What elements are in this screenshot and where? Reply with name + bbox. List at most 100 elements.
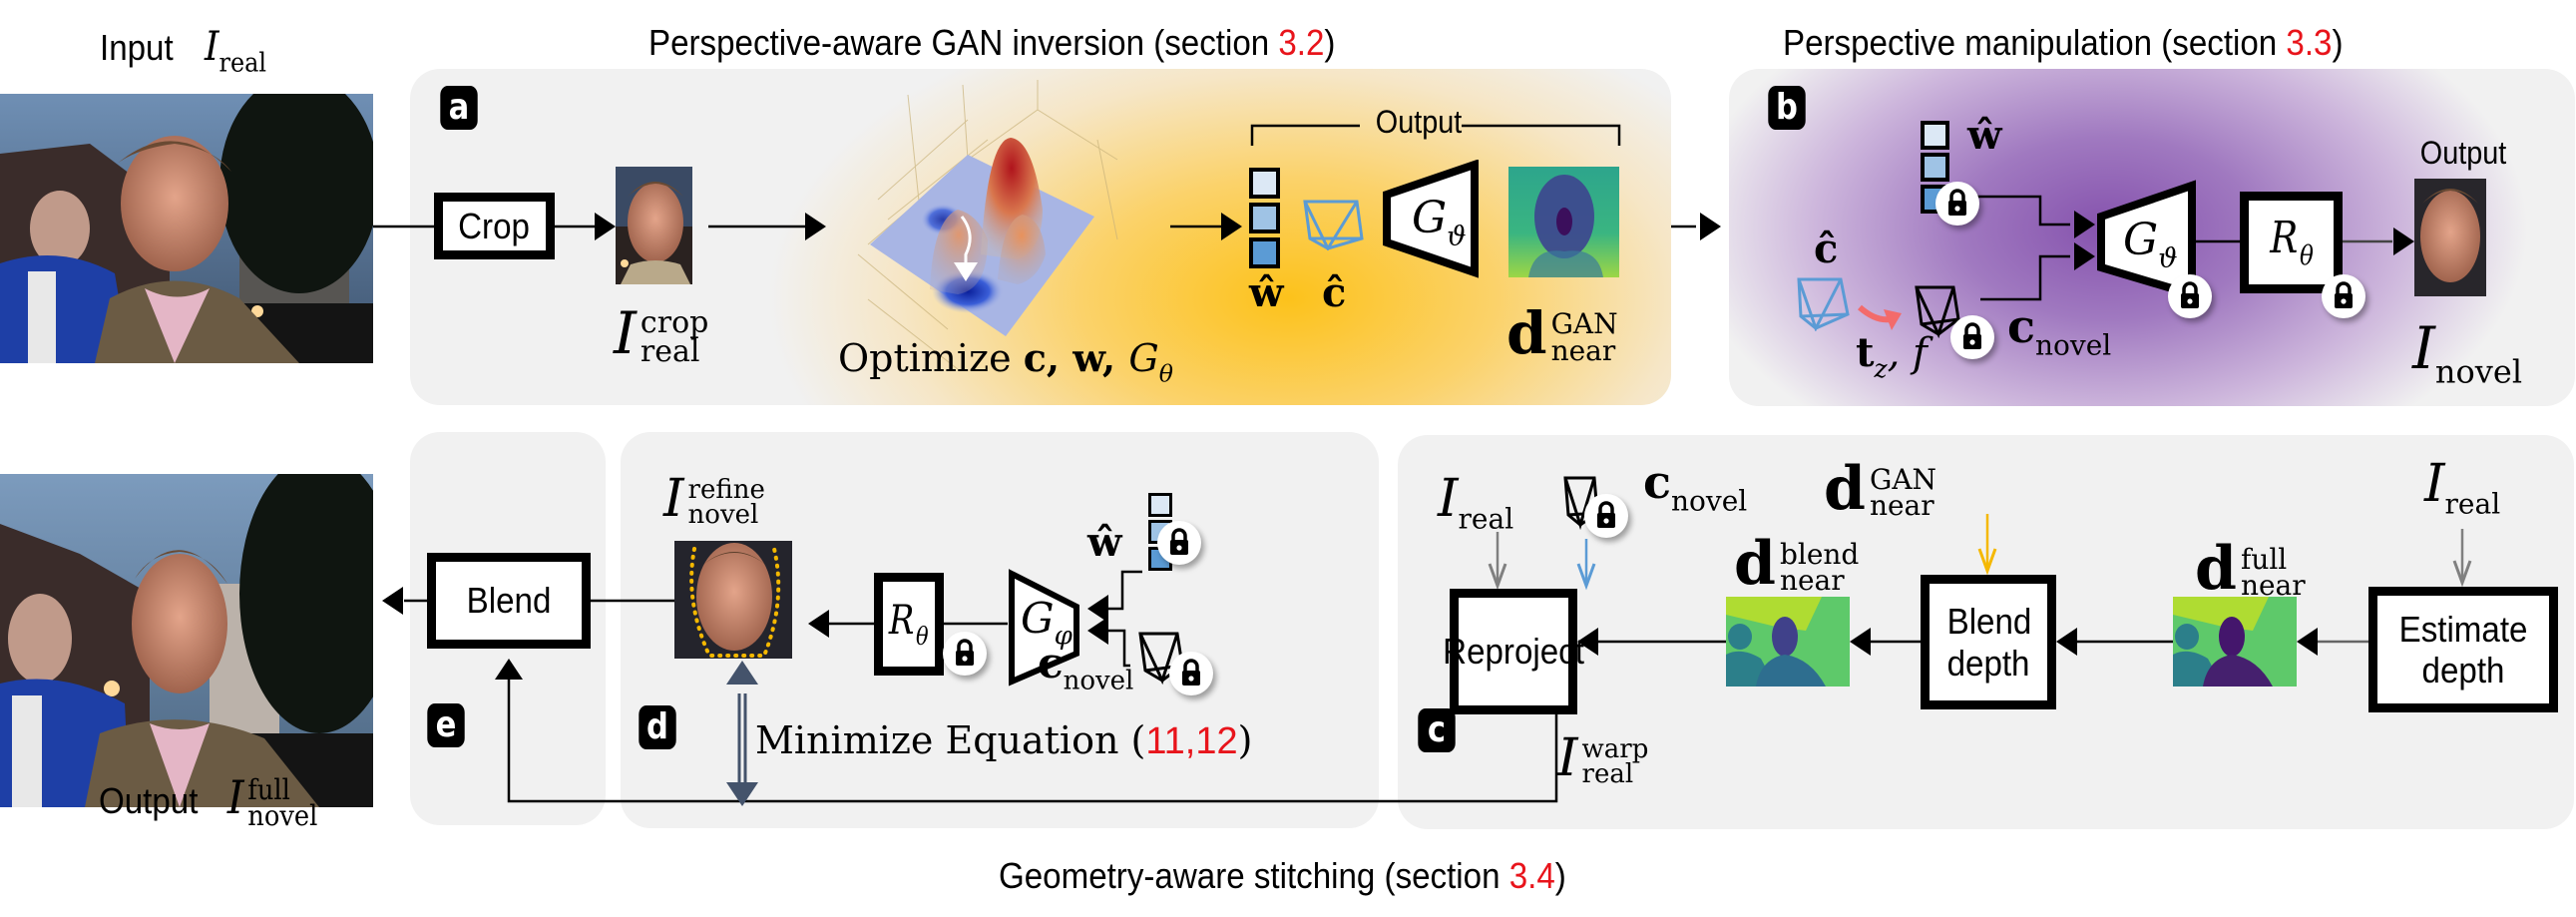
minimize-close: ): [1237, 718, 1253, 762]
minimize-arrowhead-down: [726, 782, 758, 806]
manipulation-title-text: Perspective manipulation (section: [1783, 22, 2287, 63]
novel-camera-label-d: cnovel: [1038, 639, 1133, 696]
output-photo-scene: [0, 474, 373, 807]
real-subscript-c-right: real: [2444, 487, 2501, 521]
lock-icon-generator-b: [2168, 274, 2212, 318]
equation-ref-link[interactable]: 11,12: [1145, 720, 1238, 762]
reproject-arrowhead: [1577, 628, 1598, 656]
transform-rest: , f: [1887, 330, 1928, 376]
stitching-title-close: ): [1554, 855, 1566, 896]
generator-d-subscript: φ: [1054, 621, 1073, 652]
cropped-superscript: crop: [640, 305, 709, 341]
gan-depth-symbol-c: d: [1824, 454, 1866, 524]
padlock-glyph: [1170, 528, 1188, 555]
novel-camera-symbol-b: c: [2007, 299, 2036, 353]
input-symbol: I: [204, 24, 219, 70]
renderer-d-box: Rθ: [874, 573, 944, 676]
generator-b-label: Gϑ: [2123, 215, 2178, 273]
optimize-generator: G: [1128, 336, 1159, 380]
optimize-vars: c, w,: [1023, 335, 1129, 380]
generator-a-subscript: ϑ: [1447, 221, 1467, 252]
renderer-b-subscript: θ: [2299, 239, 2314, 271]
output-heading-b: Output: [2419, 135, 2507, 171]
full-depth-arrowhead: [2297, 628, 2318, 656]
estimate-depth-button[interactable]: Estimate depth: [2368, 587, 2558, 712]
latent-generator-d-arrowhead: [1087, 595, 1108, 623]
lock-icon-camera-c: [1584, 494, 1628, 538]
novel-output-symbol: I: [2412, 314, 2435, 382]
refined-face-scene: [674, 541, 792, 659]
reproject-button[interactable]: Reproject: [1443, 589, 1584, 714]
panel-d-badge: d: [639, 705, 676, 749]
blend-button[interactable]: Blend: [427, 553, 591, 649]
refine-subscript: novel: [687, 499, 759, 530]
optimize-generator-sub: θ: [1158, 359, 1173, 388]
latent-to-generator-d-connector: [1107, 570, 1142, 611]
latent-to-generator-connector: [1965, 195, 2070, 227]
novel-camera-subscript-b: novel: [2035, 328, 2112, 362]
stitching-section-title: Geometry-aware stitching (section 3.4): [999, 855, 1566, 897]
gan-depth-subscript-c: near: [1869, 489, 1934, 523]
blend-depth-subscript: near: [1779, 564, 1845, 598]
crop-button[interactable]: Crop: [434, 193, 555, 259]
camera-to-generator-d-connector: [1107, 629, 1130, 668]
output-superscript: full: [247, 772, 290, 806]
cropped-face-image: [616, 167, 692, 284]
output-symbol: I: [226, 770, 244, 824]
lock-icon-camera-d: [1169, 652, 1213, 695]
novel-camera-subscript-d: novel: [1063, 666, 1134, 696]
input-heading-text: Input: [100, 27, 174, 68]
refined-face-image: [674, 541, 792, 659]
generator-a-shape: [1383, 160, 1479, 278]
generator-d-shape: [1009, 569, 1079, 687]
novel-camera-label-c: cnovel: [1643, 455, 1747, 518]
padlock-glyph: [1182, 659, 1200, 686]
novel-camera-symbol-c: c: [1643, 455, 1672, 509]
lock-icon-camera-b: [1950, 315, 1994, 359]
novel-camera-label-b: cnovel: [2007, 299, 2111, 362]
crop-arrowhead: [595, 213, 616, 240]
manipulation-section-ref-link[interactable]: 3.3: [2286, 22, 2333, 63]
camera-transform-arrow-icon: [1858, 304, 1902, 330]
camera-generator-arrowhead: [2074, 242, 2095, 270]
face-mask-outline: [689, 547, 781, 658]
gan-depth-face: [1528, 175, 1603, 277]
output-heading-text: Output: [99, 780, 199, 821]
blend-depth-superscript: blend: [1779, 537, 1860, 571]
inversion-section-ref-link[interactable]: 3.2: [1278, 22, 1325, 63]
output-arrowhead: [1221, 213, 1242, 240]
blended-depth-map-image: [1726, 597, 1850, 687]
output-photo: [0, 474, 373, 807]
inversion-section-title: Perspective-aware GAN inversion (section…: [648, 22, 1335, 64]
camera-c-icon: [1303, 200, 1364, 250]
reproject-button-label: Reproject: [1443, 631, 1584, 673]
generator-d-label: Gφ: [1021, 594, 1073, 652]
cropped-face-scene: [616, 167, 692, 284]
lock-icon-renderer-b: [2322, 274, 2365, 318]
padlock-glyph: [1597, 501, 1615, 528]
blend-button-label: Blend: [466, 580, 552, 622]
stitching-section-ref-link[interactable]: 3.4: [1508, 855, 1555, 896]
real-image-label-c-left: Ireal: [1438, 469, 1513, 536]
renderer-d-label: Rθ: [888, 598, 929, 652]
novel-camera-icon-b: [1915, 285, 1960, 339]
real-symbol-c-right: I: [2424, 454, 2445, 514]
novel-output-label: Inovel: [2412, 314, 2522, 390]
novel-output-arrowhead: [2393, 228, 2414, 255]
full-depth-map-scene: [2173, 597, 2297, 687]
blend-depth-button[interactable]: Blend depth: [1921, 575, 2056, 709]
renderer-b-label: Rθ: [2269, 212, 2315, 272]
transform-label: tz, f: [1856, 329, 1928, 383]
gan-depth-subscript-a: near: [1550, 333, 1616, 367]
full-depth-map-image: [2173, 597, 2297, 687]
warp-subscript: real: [1581, 758, 1634, 789]
real-image-label-c-right: Ireal: [2424, 454, 2500, 521]
blend-output-arrowhead: [382, 587, 403, 615]
blend-depth-button-label: Blend depth: [1946, 601, 2032, 684]
renderer-b-symbol: R: [2269, 212, 2298, 263]
loss-landscape-plot: [857, 80, 1118, 370]
